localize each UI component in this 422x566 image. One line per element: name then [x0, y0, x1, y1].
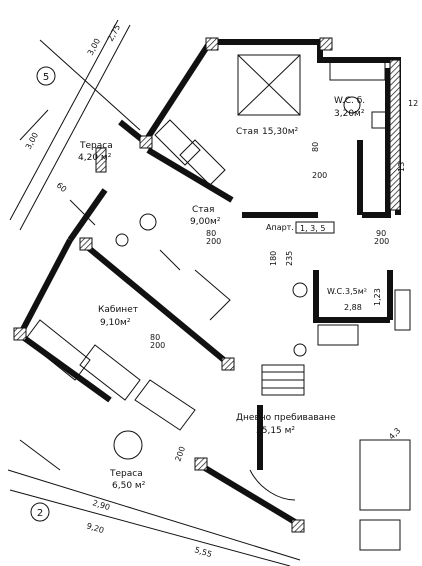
room-name-room2: Стая: [192, 205, 214, 215]
room-area-cabinet: 9,10м²: [100, 318, 131, 328]
dim-door-200-b: 200: [206, 237, 221, 246]
room-name-cabinet: Кабинет: [98, 305, 138, 315]
dim-12: 12: [408, 99, 418, 108]
apartment-number-box: [295, 221, 335, 234]
room-area-terrace-top: 4,20 м²: [78, 153, 112, 163]
room-name-room1: Стая: [236, 127, 258, 137]
dim-235: 235: [285, 251, 294, 266]
dim-43: 4,3: [387, 426, 402, 441]
room-name-terrace-top: Тераса: [79, 141, 113, 151]
dim-60: 60: [55, 181, 69, 194]
room-name-wc: W.C. б.: [334, 96, 365, 106]
dim-200-e: 200: [173, 445, 187, 462]
dim-123: 1,23: [373, 288, 382, 306]
apartment-number: 1, 3, 5: [300, 224, 325, 233]
interior-details: [24, 54, 411, 551]
dim-door-200-a: 200: [312, 171, 327, 180]
axis-label-bottom: 2: [37, 508, 43, 519]
dim-door-200-d: 200: [150, 341, 165, 350]
dim-bottom-c: 5,55: [193, 545, 213, 559]
dim-door-80-c: 80: [150, 333, 160, 342]
dim-top-b: 2,75: [106, 23, 122, 43]
room-name-wc2: W.C.: [327, 287, 345, 296]
room-area-wc2: 3,5м²: [345, 287, 367, 296]
dimension-guides: [7, 19, 301, 566]
dim-13: 13: [397, 162, 406, 172]
dim-288: 2,88: [344, 303, 362, 312]
grid-axis-top: 5: [36, 66, 56, 86]
dim-door-90: 90: [376, 229, 386, 238]
dim-bottom-b: 9,20: [85, 521, 105, 535]
grid-axis-bottom: 2: [30, 502, 50, 522]
dim-door-80-a: 80: [311, 142, 320, 152]
room-area-room1: 15,30м²: [262, 127, 299, 137]
apartment-label: Апарт.: [266, 223, 294, 232]
dim-180: 180: [269, 251, 278, 266]
room-name-terrace-bottom: Тераса: [109, 469, 143, 479]
dim-door-200-c: 200: [374, 237, 389, 246]
room-area-wc: 3,20м²: [334, 109, 365, 119]
room-area-room2: 9,00м²: [190, 217, 221, 227]
axis-label-top: 5: [43, 72, 49, 83]
structural-columns: [13, 37, 401, 533]
room-area-living: 35,15 м²: [256, 426, 295, 436]
room-name-living: Дневно пребиваване: [236, 413, 336, 423]
room-area-terrace-bottom: 6,50 м²: [112, 481, 146, 491]
dim-door-80-b: 80: [206, 229, 216, 238]
